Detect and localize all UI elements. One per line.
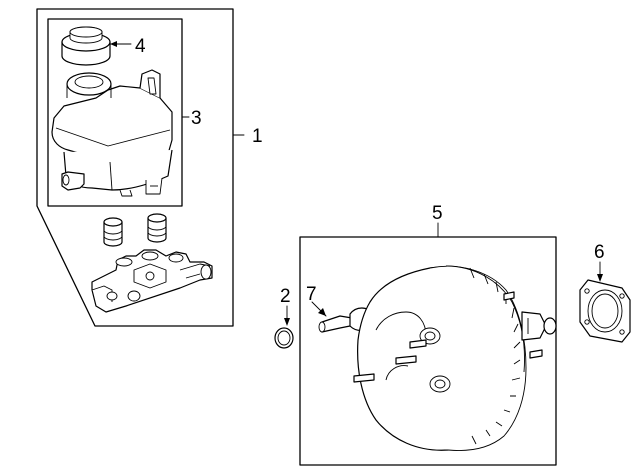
leader-7-arrow xyxy=(318,308,326,316)
callout-1: 1 xyxy=(252,126,263,147)
callout-3: 3 xyxy=(191,108,202,129)
assembly-5-frame xyxy=(299,236,557,466)
callout-2: 2 xyxy=(280,286,291,307)
callout-6: 6 xyxy=(594,242,605,263)
brake-booster xyxy=(353,265,557,451)
master-cylinder-body xyxy=(91,249,213,313)
leader-6-arrow xyxy=(597,274,603,282)
assembly-1-frame xyxy=(36,8,234,327)
master-cylinder-assembly xyxy=(36,8,234,327)
reservoir-cap xyxy=(61,26,111,66)
callout-4: 4 xyxy=(135,36,146,57)
assembly-3-frame xyxy=(47,18,183,207)
booster-gasket xyxy=(579,279,631,343)
reservoir-grommets xyxy=(103,213,167,247)
callout-7: 7 xyxy=(306,284,317,305)
reservoir-tank xyxy=(51,69,173,197)
callout-5: 5 xyxy=(432,203,443,224)
leader-4-arrow xyxy=(110,41,117,47)
leader-2-arrow xyxy=(284,318,290,326)
clip-ring xyxy=(274,327,294,349)
